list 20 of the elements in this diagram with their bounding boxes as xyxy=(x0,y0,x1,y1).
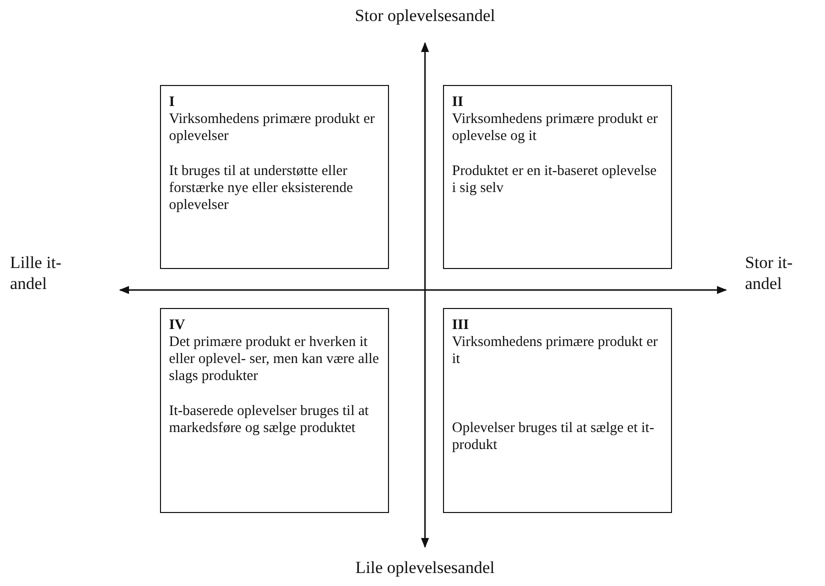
quadrant-heading: Virksomhedens primære produkt er it xyxy=(452,334,659,368)
axis-label: Stor it-andel xyxy=(745,252,794,294)
quadrant-box xyxy=(160,308,389,513)
quadrant-number: II xyxy=(452,94,464,111)
quadrant-box xyxy=(160,85,389,269)
quadrant-box xyxy=(443,85,672,269)
quadrant-number: I xyxy=(169,94,176,111)
quadrant-number: IV xyxy=(169,317,186,334)
quadrant-box xyxy=(443,308,672,513)
quadrant-heading: Virksomhedens primære produkt er oplevelser xyxy=(169,111,376,145)
axis-label: Stor oplevelsesandel xyxy=(354,5,496,26)
axis-label: Lille it-andel xyxy=(10,252,62,294)
quadrant-description: It-baserede oplevelser bruges til at markedsføre og sælge produktet xyxy=(169,403,370,437)
quadrant-heading: Det primære produkt er hverken it eller oplevel- ser, men kan være alle slags produkter xyxy=(169,334,380,385)
quadrant-description: Produktet er en it-baseret oplevelse i sig selv xyxy=(452,163,658,197)
quadrant-description: It bruges til at understøtte eller forstærke nye eller eksisterende oplevelser xyxy=(169,163,354,214)
quadrant-number: III xyxy=(452,317,470,334)
axis-label: Lile oplevelsesandel xyxy=(354,557,496,578)
quadrant-description: Oplevelser bruges til at sælge et it-produkt xyxy=(452,420,656,454)
quadrant-heading: Virksomhedens primære produkt er oplevelse og it xyxy=(452,111,659,145)
